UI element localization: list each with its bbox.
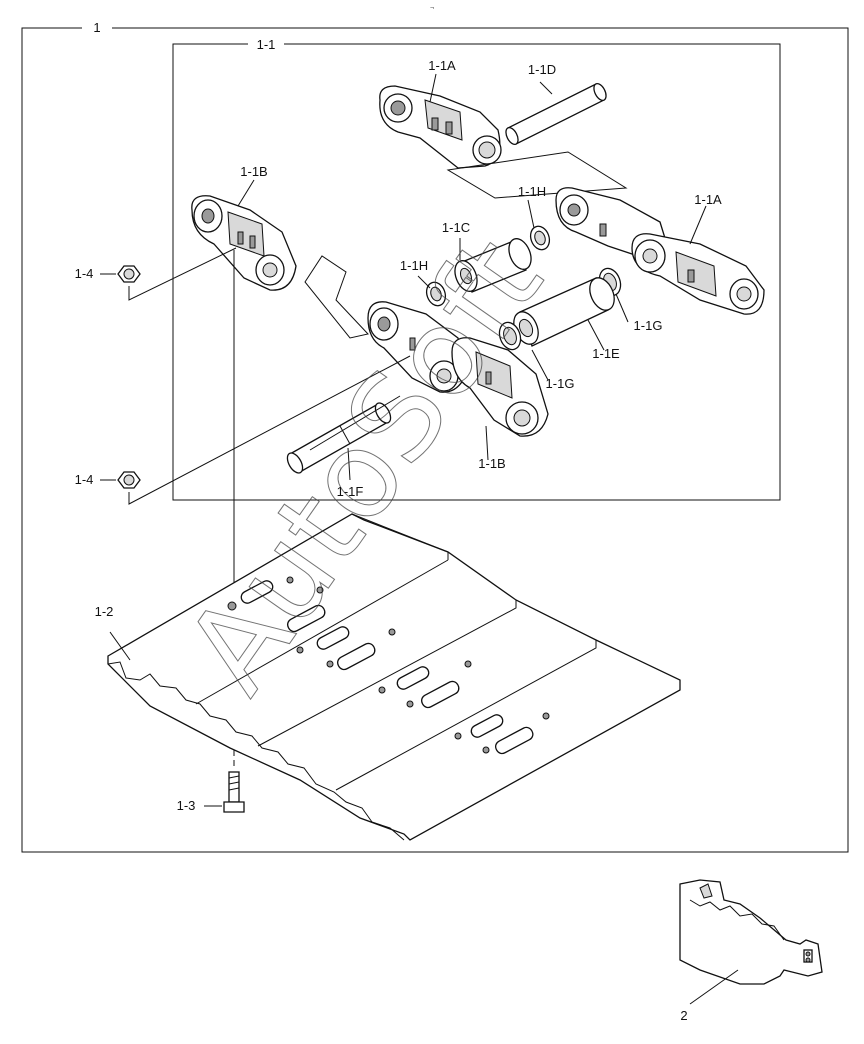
nut-lower xyxy=(117,471,141,489)
bolt xyxy=(223,771,245,813)
link-a-top xyxy=(379,85,502,169)
label-nut-upper: 1-4 xyxy=(75,266,94,281)
label-link-b-left: 1-1B xyxy=(240,164,267,179)
label-link-b-lower: 1-1B xyxy=(478,456,505,471)
assembly-frame: 1 xyxy=(21,20,849,853)
label-bushing-e: 1-1E xyxy=(592,346,620,361)
nut-upper xyxy=(117,265,141,283)
label-shoe: 1-2 xyxy=(95,604,114,619)
label-link-a-top: 1-1A xyxy=(428,58,456,73)
track-shoe xyxy=(107,513,681,841)
label-chain: 1-1 xyxy=(257,37,276,52)
label-bushing-c: 1-1C xyxy=(442,220,470,235)
label-guard: 2 xyxy=(680,1008,687,1023)
label-seal-g-lower: 1-1G xyxy=(546,376,575,391)
label-pin-d: 1-1D xyxy=(528,62,556,77)
label-bolt: 1-3 xyxy=(177,798,196,813)
guard xyxy=(679,879,823,985)
header-mark: ¬ xyxy=(430,5,434,12)
label-seal-h-upper: 1-1H xyxy=(518,184,546,199)
bushing-c xyxy=(454,238,532,293)
label-seal-g-upper: 1-1G xyxy=(634,318,663,333)
chain-frame: 1-1 xyxy=(172,37,781,501)
seal-h-lower xyxy=(425,281,447,307)
label-nut-lower: 1-4 xyxy=(75,472,94,487)
label-assembly: 1 xyxy=(93,20,100,35)
link-b-left xyxy=(191,195,297,291)
link-b-lower xyxy=(367,301,549,437)
bushing-e xyxy=(513,277,615,347)
label-link-a-right: 1-1A xyxy=(694,192,722,207)
link-a-right xyxy=(555,187,765,315)
seal-h-upper xyxy=(529,225,551,251)
label-seal-h-lower: 1-1H xyxy=(400,258,428,273)
seal-g-lower xyxy=(498,321,522,351)
label-pin-f: 1-1F xyxy=(337,484,364,499)
pin-d xyxy=(505,83,607,145)
